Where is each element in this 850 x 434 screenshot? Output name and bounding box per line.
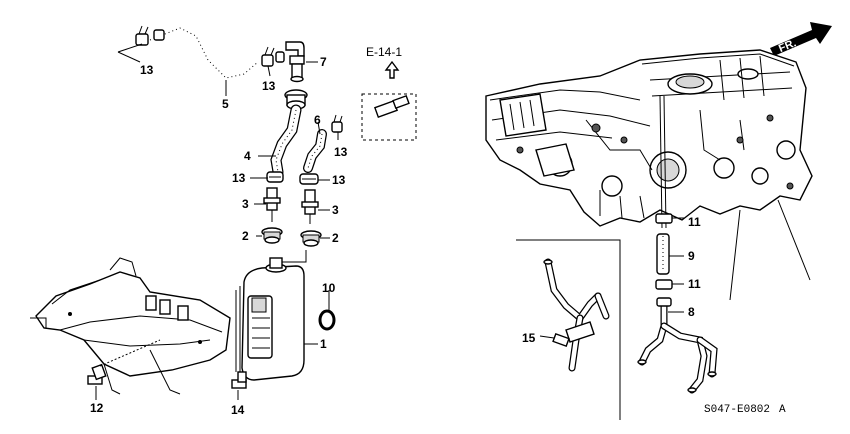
breather-hose-4: [270, 104, 302, 178]
breather-hose-6: [303, 129, 327, 173]
callout-2a: 2: [242, 229, 249, 243]
callout-11b: 11: [688, 277, 701, 291]
grommet-2-right: [300, 230, 322, 247]
hose-clip-13-top-left: [135, 25, 165, 46]
callout-13a: 13: [140, 63, 154, 77]
o-ring-10: [318, 290, 336, 331]
connection-lines: [659, 95, 811, 301]
callout-6: 6: [314, 113, 321, 127]
callout-13c: 13: [334, 145, 348, 159]
grommet-2-left: [261, 227, 283, 244]
bolt-14: [231, 371, 247, 400]
hose-joint-3-right: [301, 189, 319, 224]
callout-14: 14: [231, 403, 245, 417]
callout-10: 10: [322, 281, 336, 295]
front-direction-arrow: FR.: [770, 22, 832, 56]
callout-2b: 2: [332, 231, 339, 245]
reference-box: [361, 60, 417, 141]
hose-clip-11-upper: [655, 213, 684, 224]
callout-13b: 13: [262, 79, 276, 93]
elbow-fitting-7: [285, 41, 305, 83]
leader-lines-left: [117, 43, 339, 263]
inset-detail: [516, 239, 621, 420]
callout-9: 9: [688, 249, 695, 263]
hose-9: [656, 233, 684, 275]
bolt-12: [87, 339, 161, 400]
hose-clip-13-mid-left: [266, 171, 284, 183]
callout-8: 8: [688, 305, 695, 319]
callout-12: 12: [90, 401, 104, 415]
breather-hose-5: [146, 24, 262, 82]
callout-13e: 13: [332, 173, 346, 187]
callout-13d: 13: [232, 171, 246, 185]
callout-7: 7: [320, 55, 327, 69]
reference-label: E-14-1: [366, 45, 402, 59]
callout-3a: 3: [242, 197, 249, 211]
hose-joint-3-left: [263, 187, 281, 222]
callout-4: 4: [244, 149, 251, 163]
callout-15: 15: [522, 331, 536, 345]
reservoir-tank-1: [235, 257, 318, 381]
hose-clip-13-right: [331, 114, 343, 133]
diagram-code: S047-E0802: [704, 404, 770, 416]
hose-clip-11-lower: [655, 279, 684, 290]
diagram-code-suffix: A: [779, 404, 786, 416]
callout-5: 5: [222, 97, 229, 111]
pcv-grommet: [284, 89, 308, 110]
engine-assembly: [485, 49, 813, 227]
callout-3b: 3: [332, 203, 339, 217]
hose-clip-13-top-right: [261, 46, 285, 67]
mounting-bracket: [30, 257, 231, 395]
callout-1: 1: [320, 337, 327, 351]
hose-clip-13-mid-right: [299, 173, 319, 185]
callout-11a: 11: [688, 215, 701, 229]
pipe-8: [637, 297, 718, 394]
